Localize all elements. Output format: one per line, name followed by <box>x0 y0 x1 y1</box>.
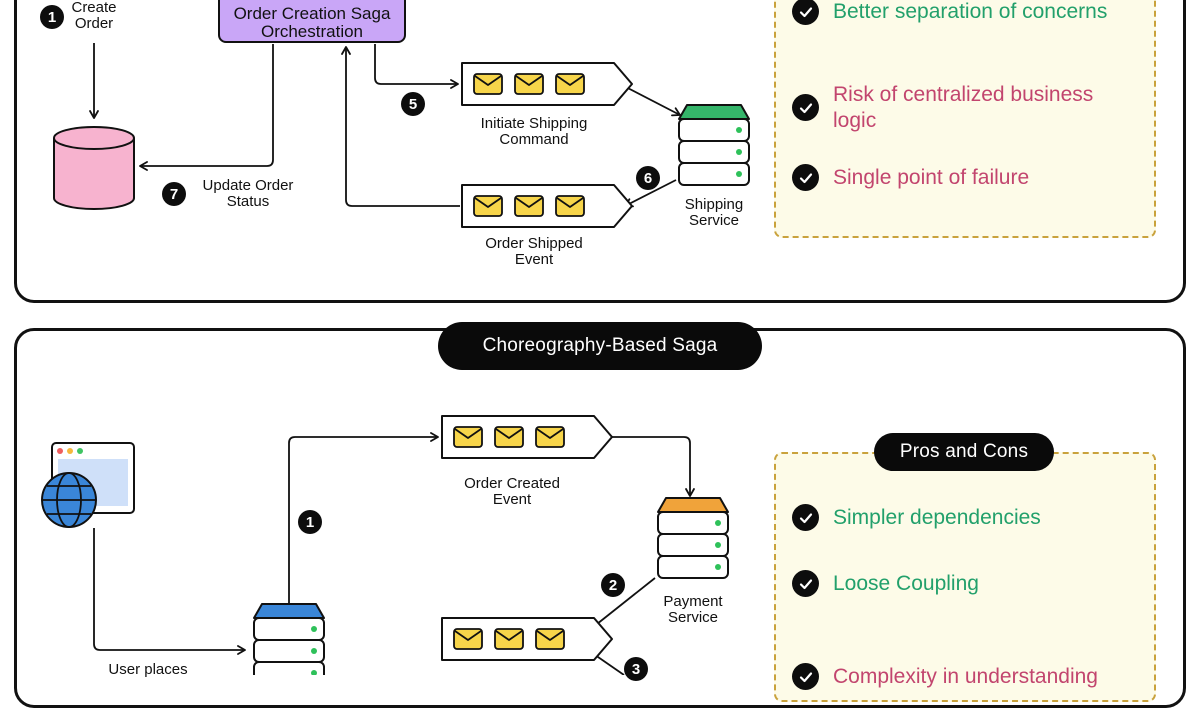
database-icon <box>53 126 135 210</box>
pros-cons-text: Single point of failure <box>833 166 1030 189</box>
pros-cons-title: Pros and Cons <box>874 433 1054 471</box>
user-places-label: User places <box>108 661 188 678</box>
step-shipped-badge: 6 <box>636 166 660 190</box>
order-server-icon <box>253 603 325 675</box>
choreography-pros-cons-item: Loose Coupling <box>792 570 979 597</box>
diagram-graphics <box>41 43 750 675</box>
payment-server-icon <box>657 497 729 579</box>
pros-cons-text: Risk of centralized business logic <box>833 83 1094 132</box>
choreography-title: Choreography-Based Saga <box>438 322 762 370</box>
shipped-return-arrow <box>341 46 460 207</box>
pros-cons-text: Loose Coupling <box>833 572 979 595</box>
step-two-badge: 2 <box>601 573 625 597</box>
orchestration-pros-cons-item: Single point of failure <box>792 164 1030 191</box>
update-order-label: Update Order Status <box>202 177 294 210</box>
create-order-label: Create Order <box>71 0 117 32</box>
queue-to-shipping-arrow <box>619 83 681 117</box>
shipping-server-icon <box>678 104 750 186</box>
initiate-shipping-label: Initiate Shipping Command <box>480 115 588 148</box>
choreography-pros-cons-item: Simpler dependencies <box>792 504 1041 531</box>
orchestrator-label: Order Creation Saga Orchestration <box>233 4 391 41</box>
orchestration-pros-cons-item: Better separation of concerns <box>792 0 1107 25</box>
step-one-badge: 1 <box>298 510 322 534</box>
user-to-order-arrow <box>93 528 246 655</box>
step-update-badge: 7 <box>162 182 186 206</box>
order-created-arrow <box>288 432 439 606</box>
order-shipped-queue-icon <box>462 185 632 227</box>
update-order-arrow <box>139 44 274 171</box>
orchestration-pros-cons-item: Risk of centralized business logic <box>792 82 1093 134</box>
check-icon <box>792 570 819 597</box>
order-shipped-label: Order Shipped Event <box>485 235 583 268</box>
orchestrator-box: Order Creation Saga Orchestration <box>218 0 406 43</box>
orchestration-pros-cons-box <box>774 0 1156 238</box>
check-icon <box>792 94 819 121</box>
check-icon <box>792 504 819 531</box>
shipping-service-label: Shipping Service <box>684 196 744 229</box>
pros-cons-text: Simpler dependencies <box>833 506 1041 529</box>
shipping-to-queue-arrow <box>624 179 677 208</box>
payment-queue-icon <box>442 618 612 660</box>
choreography-pros-cons-box <box>774 452 1156 702</box>
step-create-badge: 1 <box>40 5 64 29</box>
browser-icon <box>41 442 135 528</box>
check-icon <box>792 0 819 25</box>
to-payment-arrow <box>598 436 695 497</box>
pros-cons-text: Better separation of concerns <box>833 0 1108 23</box>
order-created-label: Order Created Event <box>464 475 560 508</box>
payment-to-queue-arrow <box>591 577 656 629</box>
order-created-queue-icon <box>442 416 612 458</box>
step-initiate-badge: 5 <box>401 92 425 116</box>
initiate-shipping-queue-icon <box>462 63 632 105</box>
payment-service-label: Payment Service <box>663 593 723 626</box>
initiate-shipping-arrow <box>374 44 459 89</box>
check-icon <box>792 164 819 191</box>
